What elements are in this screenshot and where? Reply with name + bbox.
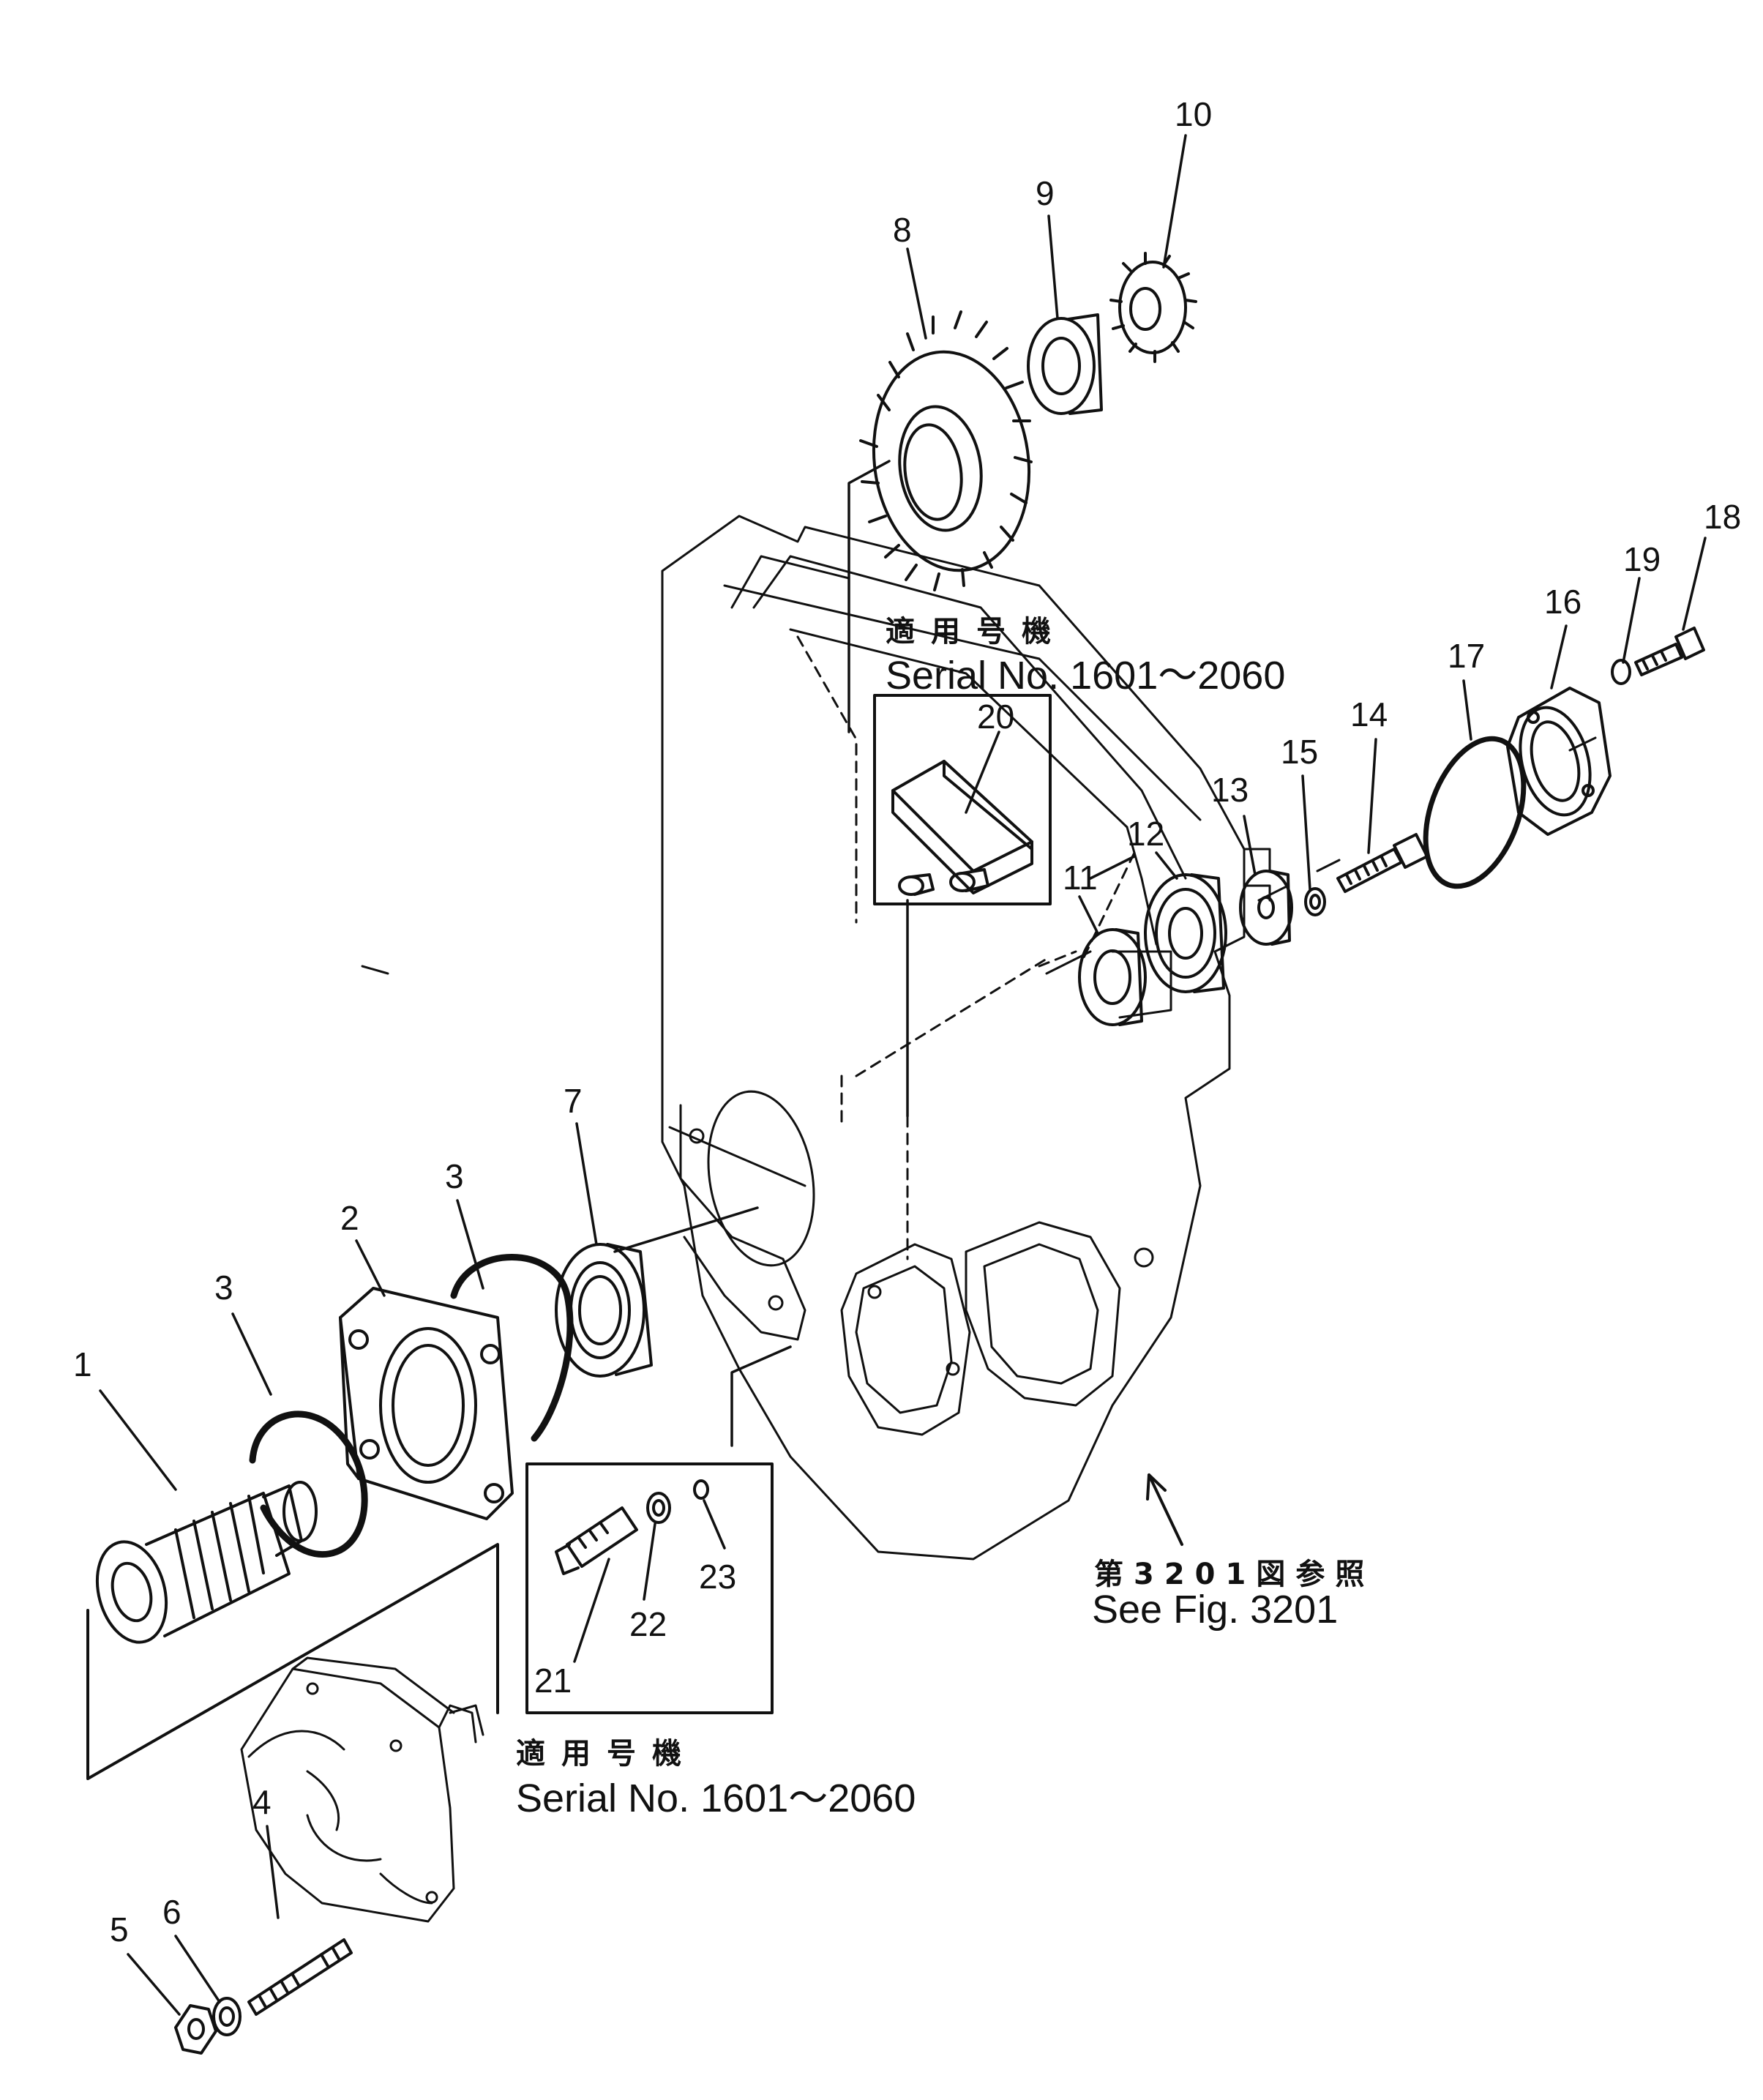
stud-4: [247, 1938, 353, 2016]
serial-note-upper-jp: 適用号機: [886, 615, 1067, 649]
gear-8: [859, 310, 1033, 591]
callout-20: 20: [977, 698, 1014, 736]
callout-11: 11: [1063, 859, 1098, 897]
gear-10: [1109, 252, 1197, 363]
callout-1: 1: [73, 1345, 92, 1383]
transmission-housing: [661, 515, 1271, 1561]
callout-21: 21: [534, 1662, 572, 1700]
callout-17: 17: [1448, 637, 1485, 675]
serial-note-upper-en: Serial No. 1601～2060: [886, 654, 1286, 698]
lock-washer-19: [1611, 659, 1631, 685]
snap-ring-3-right: [450, 1254, 574, 1442]
coupling-1: [95, 1481, 318, 1644]
callout-23: 23: [699, 1558, 736, 1596]
nut-5: [174, 2004, 217, 2055]
washer-15: [1304, 887, 1326, 916]
reference-arrow: [1146, 1473, 1183, 1546]
callout-16: 16: [1544, 583, 1582, 621]
figure-ref-jp: 第3201図参照: [1094, 1558, 1375, 1591]
callout-3-left: 3: [214, 1268, 233, 1307]
callout-10: 10: [1175, 95, 1212, 133]
retainer-2: [339, 1287, 514, 1520]
callout-3-right: 3: [445, 1157, 464, 1195]
callout-2: 2: [340, 1199, 359, 1237]
washer-6: [212, 1997, 242, 2036]
callout-5: 5: [110, 1910, 129, 1948]
reference-bracket: [86, 1543, 499, 1780]
bolt-18: [1634, 627, 1705, 676]
callout-9: 9: [1036, 174, 1055, 212]
callout-14: 14: [1350, 695, 1388, 733]
callout-18: 18: [1704, 498, 1741, 536]
bolt-14: [1336, 833, 1429, 893]
bearing-11: [1078, 928, 1147, 1026]
callout-12: 12: [1127, 815, 1164, 853]
callout-15: 15: [1281, 733, 1318, 771]
callout-19: 19: [1623, 540, 1661, 578]
o-ring-17: [1423, 736, 1527, 889]
inset-box-20: [873, 694, 1052, 905]
callout-leaders: [99, 134, 1707, 2016]
connection-lines: [361, 460, 1136, 1447]
callout-13: 13: [1211, 771, 1249, 809]
bearing-7: [555, 1243, 653, 1378]
callout-6: 6: [162, 1893, 181, 1931]
callout-7: 7: [564, 1082, 583, 1120]
inset-box-21-23: [525, 1462, 774, 1714]
callout-numbers: 1 2 3 3 4 5 6 7 8 9 10 11 12 13 14 15 16…: [73, 95, 1741, 1948]
serial-note-lower-en: Serial No. 1601～2060: [516, 1776, 916, 1820]
washer-13: [1239, 870, 1293, 946]
cover-16: [1506, 687, 1612, 836]
callout-22: 22: [629, 1605, 667, 1643]
pump-assembly: [240, 1656, 484, 1923]
figure-ref-en: See Fig. 3201: [1092, 1588, 1339, 1632]
snap-ring-3-left: [249, 1410, 368, 1558]
callout-4: 4: [252, 1783, 272, 1821]
callout-8: 8: [893, 211, 912, 249]
collar-9: [1027, 313, 1103, 415]
serial-note-lower-jp: 適用号機: [516, 1737, 697, 1771]
bearing-12: [1144, 873, 1227, 993]
